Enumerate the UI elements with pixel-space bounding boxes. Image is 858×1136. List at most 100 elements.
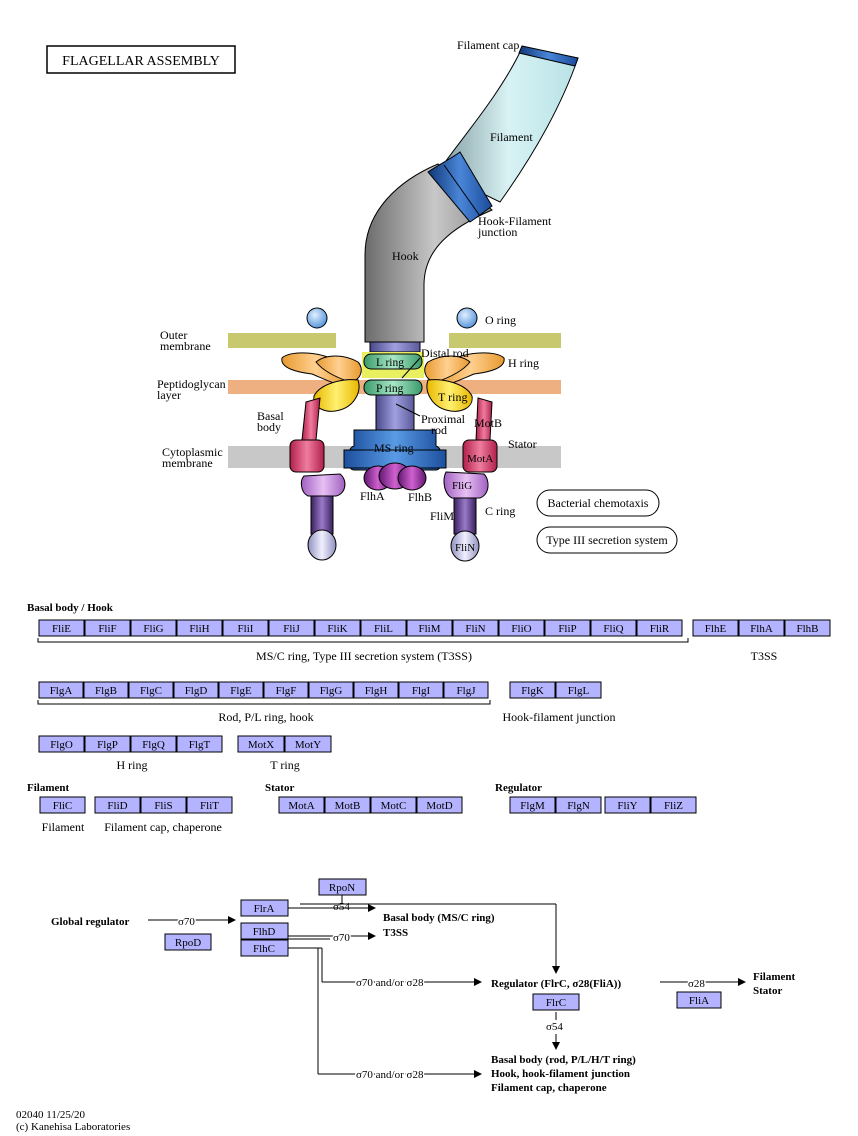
label-t-ring: T ring: [438, 390, 467, 404]
gene-motb[interactable]: [324, 796, 371, 814]
gene-flif[interactable]: [84, 619, 131, 637]
gene-flih[interactable]: [176, 619, 223, 637]
gene-flgl[interactable]: [555, 681, 602, 699]
gene-flgn[interactable]: [555, 796, 602, 814]
basal-hook-title: Basal body / Hook: [27, 602, 114, 614]
gene-flit[interactable]: [186, 796, 233, 814]
gene-flie-label: FliE: [52, 623, 71, 635]
title-box: [46, 45, 236, 74]
target-cap: Filament cap, chaperone: [491, 1082, 607, 1094]
gene-flin[interactable]: [452, 619, 499, 637]
gene-flip[interactable]: [544, 619, 591, 637]
gene-flgi-label: FlgI: [412, 685, 431, 697]
gene-flga[interactable]: [38, 681, 84, 699]
gene-flgb[interactable]: [83, 681, 129, 699]
gene-flgh[interactable]: [353, 681, 399, 699]
gene-moty[interactable]: [284, 735, 332, 753]
caption-cap: Filament cap, chaperone: [104, 820, 222, 834]
gene-fliy-label: FliY: [617, 800, 637, 812]
gene-flgj[interactable]: [443, 681, 489, 699]
gene-flgo-label: FlgO: [50, 739, 73, 751]
flig-left: [300, 473, 346, 497]
flim-left: [310, 495, 334, 535]
gene-flgo[interactable]: [38, 735, 85, 753]
gene-fliy[interactable]: [604, 796, 651, 814]
gene-fliz[interactable]: [650, 796, 697, 814]
gene-motc[interactable]: [370, 796, 417, 814]
gene-flgf[interactable]: [263, 681, 309, 699]
gene-flil[interactable]: [360, 619, 407, 637]
target-regulator: Regulator (FlrC, σ28(FliA)): [491, 978, 621, 990]
gene-flik[interactable]: [314, 619, 361, 637]
label-distal-rod: Distal rod: [421, 346, 469, 360]
label-proximal-rod-1: Proximal: [421, 412, 466, 426]
gene-flrc[interactable]: [532, 993, 580, 1011]
gene-flhd[interactable]: [240, 922, 289, 940]
gene-flhb[interactable]: [784, 619, 831, 637]
gene-flgi[interactable]: [398, 681, 444, 699]
gene-flit-label: FliT: [200, 800, 219, 812]
t-ring-right: [426, 379, 473, 412]
sigma70-global: σ70: [178, 916, 195, 928]
gene-flha[interactable]: [738, 619, 785, 637]
label-hook-filament-junction-2: junction: [477, 225, 517, 239]
gene-flig[interactable]: [130, 619, 177, 637]
gene-flge[interactable]: [218, 681, 264, 699]
gene-mota[interactable]: [278, 796, 325, 814]
gene-flir[interactable]: [636, 619, 683, 637]
gene-flic[interactable]: [39, 796, 86, 814]
gene-flid[interactable]: [94, 796, 141, 814]
sigma70-flhdc: σ70: [333, 932, 350, 944]
gene-rpon-label: RpoN: [329, 882, 355, 894]
gene-motd[interactable]: [416, 796, 463, 814]
o-ring-ball-left: [306, 307, 328, 329]
gene-flhe[interactable]: [692, 619, 739, 637]
gene-flra-label: FlrA: [254, 903, 275, 915]
link-bacterial-chemotaxis-label[interactable]: Bacterial chemotaxis: [548, 496, 649, 510]
caption-row1b: T3SS: [751, 649, 778, 663]
gene-flgm[interactable]: [509, 796, 556, 814]
gene-flgt[interactable]: [176, 735, 223, 753]
flig-right-shape: [443, 471, 489, 499]
gene-flid-label: FliD: [107, 800, 127, 812]
gene-flis[interactable]: [140, 796, 187, 814]
distal-rod-shape: [369, 341, 421, 353]
gene-flgq[interactable]: [130, 735, 177, 753]
gene-fliz-label: FliZ: [664, 800, 683, 812]
gene-motx[interactable]: [237, 735, 285, 753]
gene-flgp[interactable]: [84, 735, 131, 753]
gene-flgd[interactable]: [173, 681, 219, 699]
global-regulator-label: Global regulator: [51, 916, 129, 928]
link-type-iii-secretion[interactable]: [536, 526, 678, 554]
gene-flia[interactable]: [676, 991, 722, 1009]
gene-flge-label: FlgE: [230, 685, 252, 697]
sigma70-or-28-top: σ70 and/or σ28: [356, 977, 424, 989]
link-type-iii-secretion-label[interactable]: Type III secretion system: [546, 533, 668, 547]
stator-title: Stator: [265, 782, 294, 794]
gene-flis-label: FliS: [154, 800, 172, 812]
label-basal-body-1: Basal: [257, 409, 284, 423]
gene-flii[interactable]: [222, 619, 269, 637]
gene-flha-label: FlhA: [750, 623, 773, 635]
gene-flim[interactable]: [406, 619, 453, 637]
gene-fliq-label: FliQ: [603, 623, 623, 635]
gene-flio[interactable]: [498, 619, 545, 637]
link-bacterial-chemotaxis[interactable]: [536, 489, 660, 517]
label-l-ring: L ring: [376, 357, 404, 369]
gene-fliq[interactable]: [590, 619, 637, 637]
gene-rpod[interactable]: [164, 933, 212, 951]
flim-right-shape: [453, 497, 477, 535]
gene-flij[interactable]: [268, 619, 315, 637]
label-c-ring: C ring: [485, 504, 515, 518]
gene-flgc[interactable]: [128, 681, 174, 699]
gene-flij-label: FliJ: [283, 623, 300, 635]
sigma70-or-28-bottom: σ70 and/or σ28: [356, 1069, 424, 1081]
gene-flie[interactable]: [38, 619, 85, 637]
footer-id-date: 02040 11/25/20: [16, 1109, 85, 1121]
gene-flgk[interactable]: [509, 681, 556, 699]
gene-flgg[interactable]: [308, 681, 354, 699]
o-ring-ball-right: [456, 307, 478, 329]
label-basal-body-2: body: [257, 420, 281, 434]
diagram-title: FLAGELLAR ASSEMBLY: [62, 54, 220, 69]
structure-labels: Filament cap Filament Hook-Filament junc…: [157, 38, 552, 554]
